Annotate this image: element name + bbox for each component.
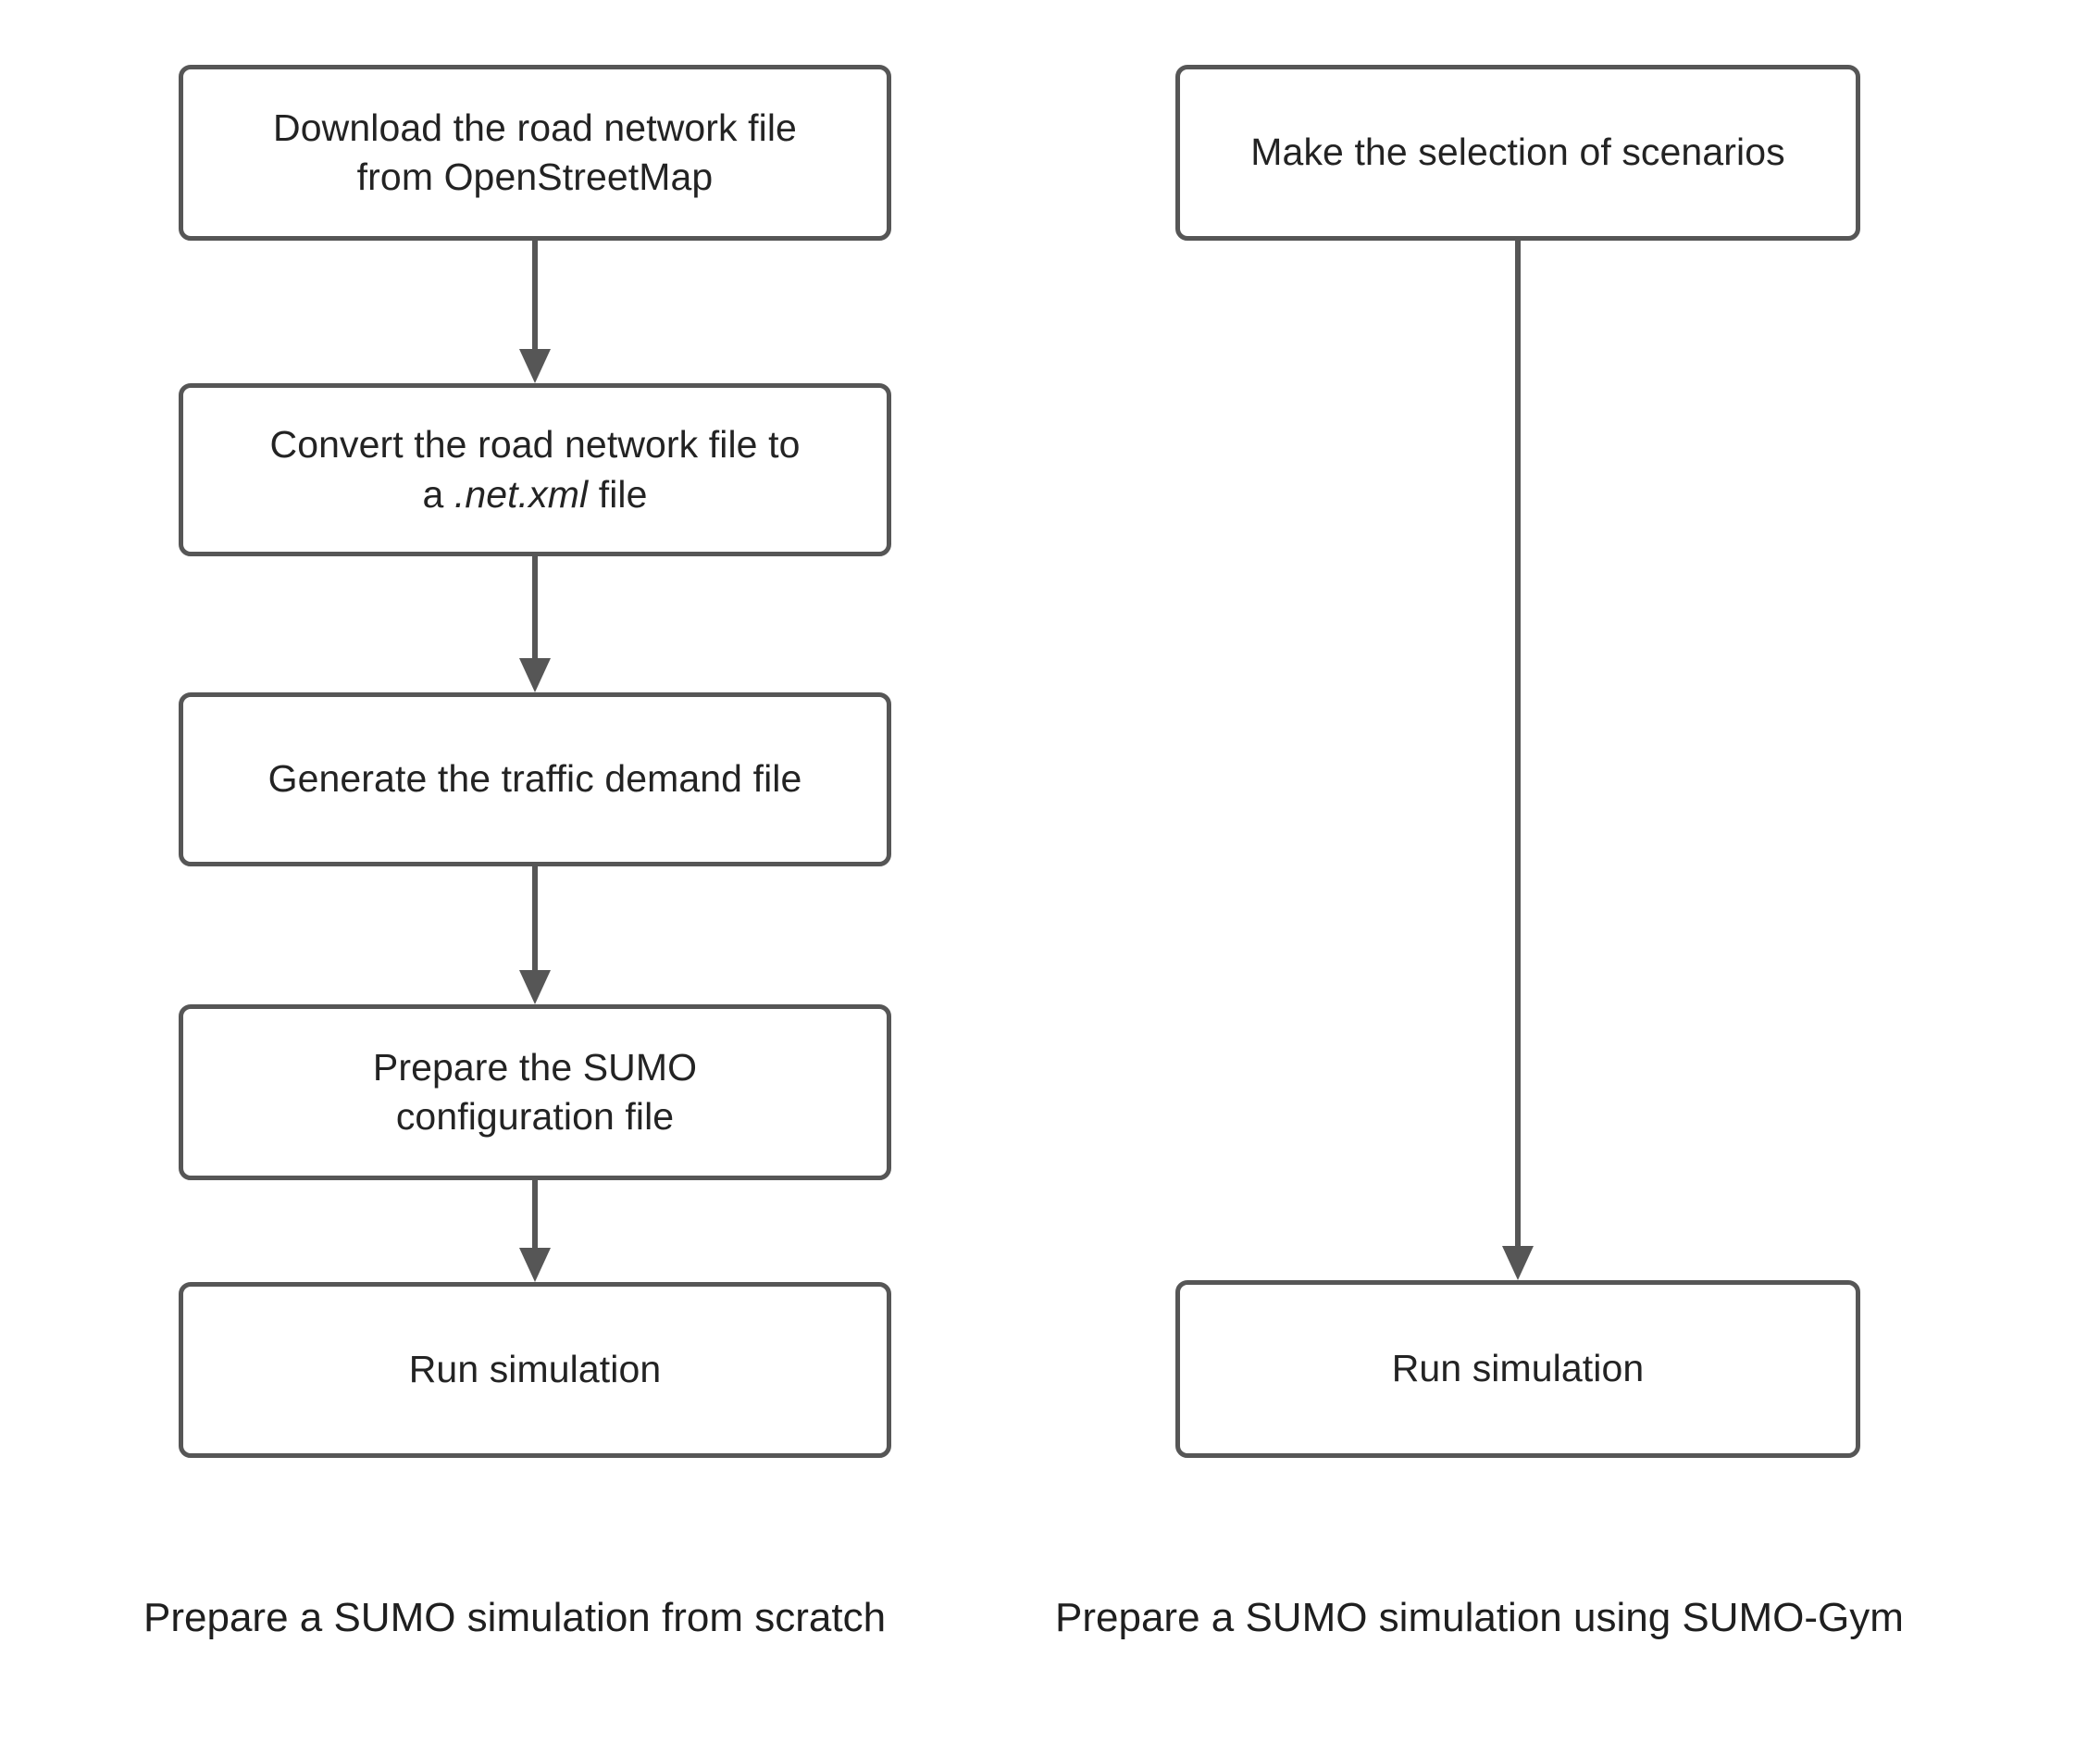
node-label: Run simulation bbox=[1391, 1347, 1645, 1390]
caption-from-scratch: Prepare a SUMO simulation from scratch bbox=[143, 1595, 887, 1640]
arrowhead-icon bbox=[1502, 1246, 1534, 1280]
node-convert-to-netxml[interactable]: Convert the road network file to a .net.… bbox=[179, 383, 891, 556]
node-label: Run simulation bbox=[408, 1348, 662, 1391]
node-label: Download the road network file from Open… bbox=[273, 106, 797, 198]
flow-column-from-scratch: Download the road network file from Open… bbox=[143, 65, 891, 1640]
node-label-part-2: file bbox=[588, 472, 648, 516]
node-label: Prepare the SUMO configuration file bbox=[372, 1045, 698, 1138]
edge-line bbox=[1515, 241, 1521, 1246]
node-prepare-sumo-config[interactable]: Prepare the SUMO configuration file bbox=[179, 1004, 891, 1180]
node-run-simulation-gym[interactable]: Run simulation bbox=[1175, 1280, 1860, 1458]
node-make-selection-of-scenarios[interactable]: Make the selection of scenarios bbox=[1175, 65, 1860, 241]
edge-scenarios-to-run bbox=[1175, 241, 1860, 1280]
node-label: Make the selection of scenarios bbox=[1250, 131, 1785, 174]
node-label: Convert the road network file to a .net.… bbox=[254, 420, 817, 519]
node-run-simulation-scratch[interactable]: Run simulation bbox=[179, 1282, 891, 1458]
caption-sumo-gym: Prepare a SUMO simulation using SUMO-Gym bbox=[1055, 1595, 1904, 1640]
node-label: Generate the traffic demand file bbox=[267, 757, 802, 801]
node-label-part-1: Convert the road network file to a bbox=[269, 423, 801, 516]
node-download-road-network[interactable]: Download the road network file from Open… bbox=[179, 65, 891, 241]
node-label-italic-filetype: .net.xml bbox=[454, 472, 589, 516]
node-generate-traffic-demand[interactable]: Generate the traffic demand file bbox=[179, 692, 891, 866]
